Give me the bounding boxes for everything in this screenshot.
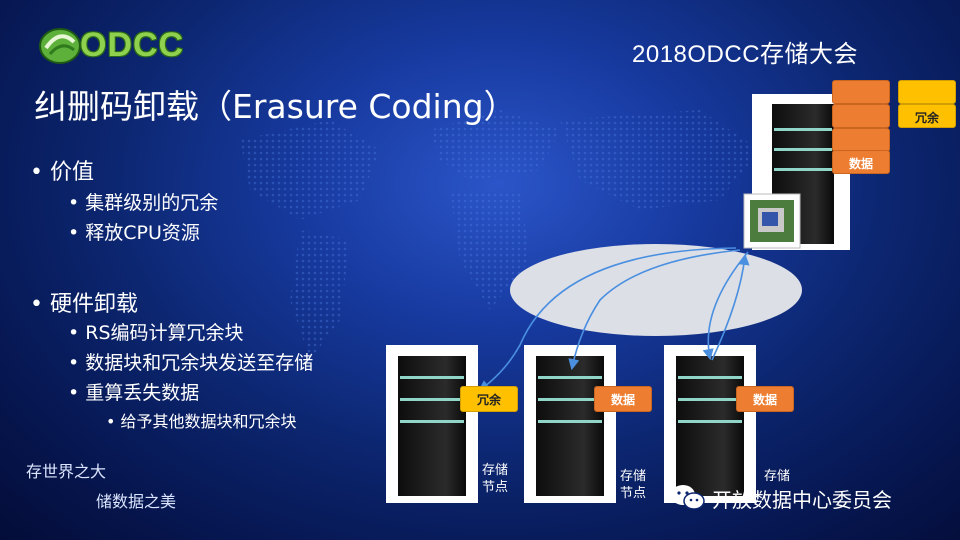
bullet-level2: • 数据块和冗余块发送至存储 <box>68 352 314 374</box>
bullet-level1: • 硬件卸载 <box>30 292 138 317</box>
node3-tag: 数据 <box>736 386 794 412</box>
bullet-level1: • 价值 <box>30 160 94 185</box>
bullet-level2: • 集群级别的冗余 <box>68 192 219 214</box>
node2-label: 存储节点 <box>620 469 647 501</box>
footer-text: 开放数据中心委员会 <box>712 488 892 512</box>
top-tag-data: 数据 <box>832 150 890 174</box>
top-tag-block <box>832 128 890 152</box>
top-tag-block <box>832 104 890 128</box>
logo-text: ODCC <box>80 26 185 64</box>
odcc-logo-icon <box>39 28 81 64</box>
bullet-level2: • 重算丢失数据 <box>68 382 200 404</box>
slogan-line2: 储数据之美 <box>96 492 177 511</box>
page-title: 纠删码卸载（Erasure Coding） <box>34 87 517 126</box>
node1-label: 存储节点 <box>482 463 509 495</box>
top-tag-block-yellow <box>898 80 956 104</box>
node3-label: 存储 <box>764 469 791 484</box>
event-title: 2018ODCC存储大会 <box>632 41 859 68</box>
top-tag-block <box>832 80 890 104</box>
wechat-icon <box>671 485 705 510</box>
bullet-level2: • RS编码计算冗余块 <box>68 322 244 344</box>
node2-tag: 数据 <box>594 386 652 412</box>
bullet-level2: • 释放CPU资源 <box>68 222 200 244</box>
top-tag-redundancy: 冗余 <box>898 104 956 128</box>
node1-tag: 冗余 <box>460 386 518 412</box>
bullet-level3: • 给予其他数据块和冗余块 <box>106 412 297 431</box>
slogan-line1: 存世界之大 <box>26 462 107 481</box>
